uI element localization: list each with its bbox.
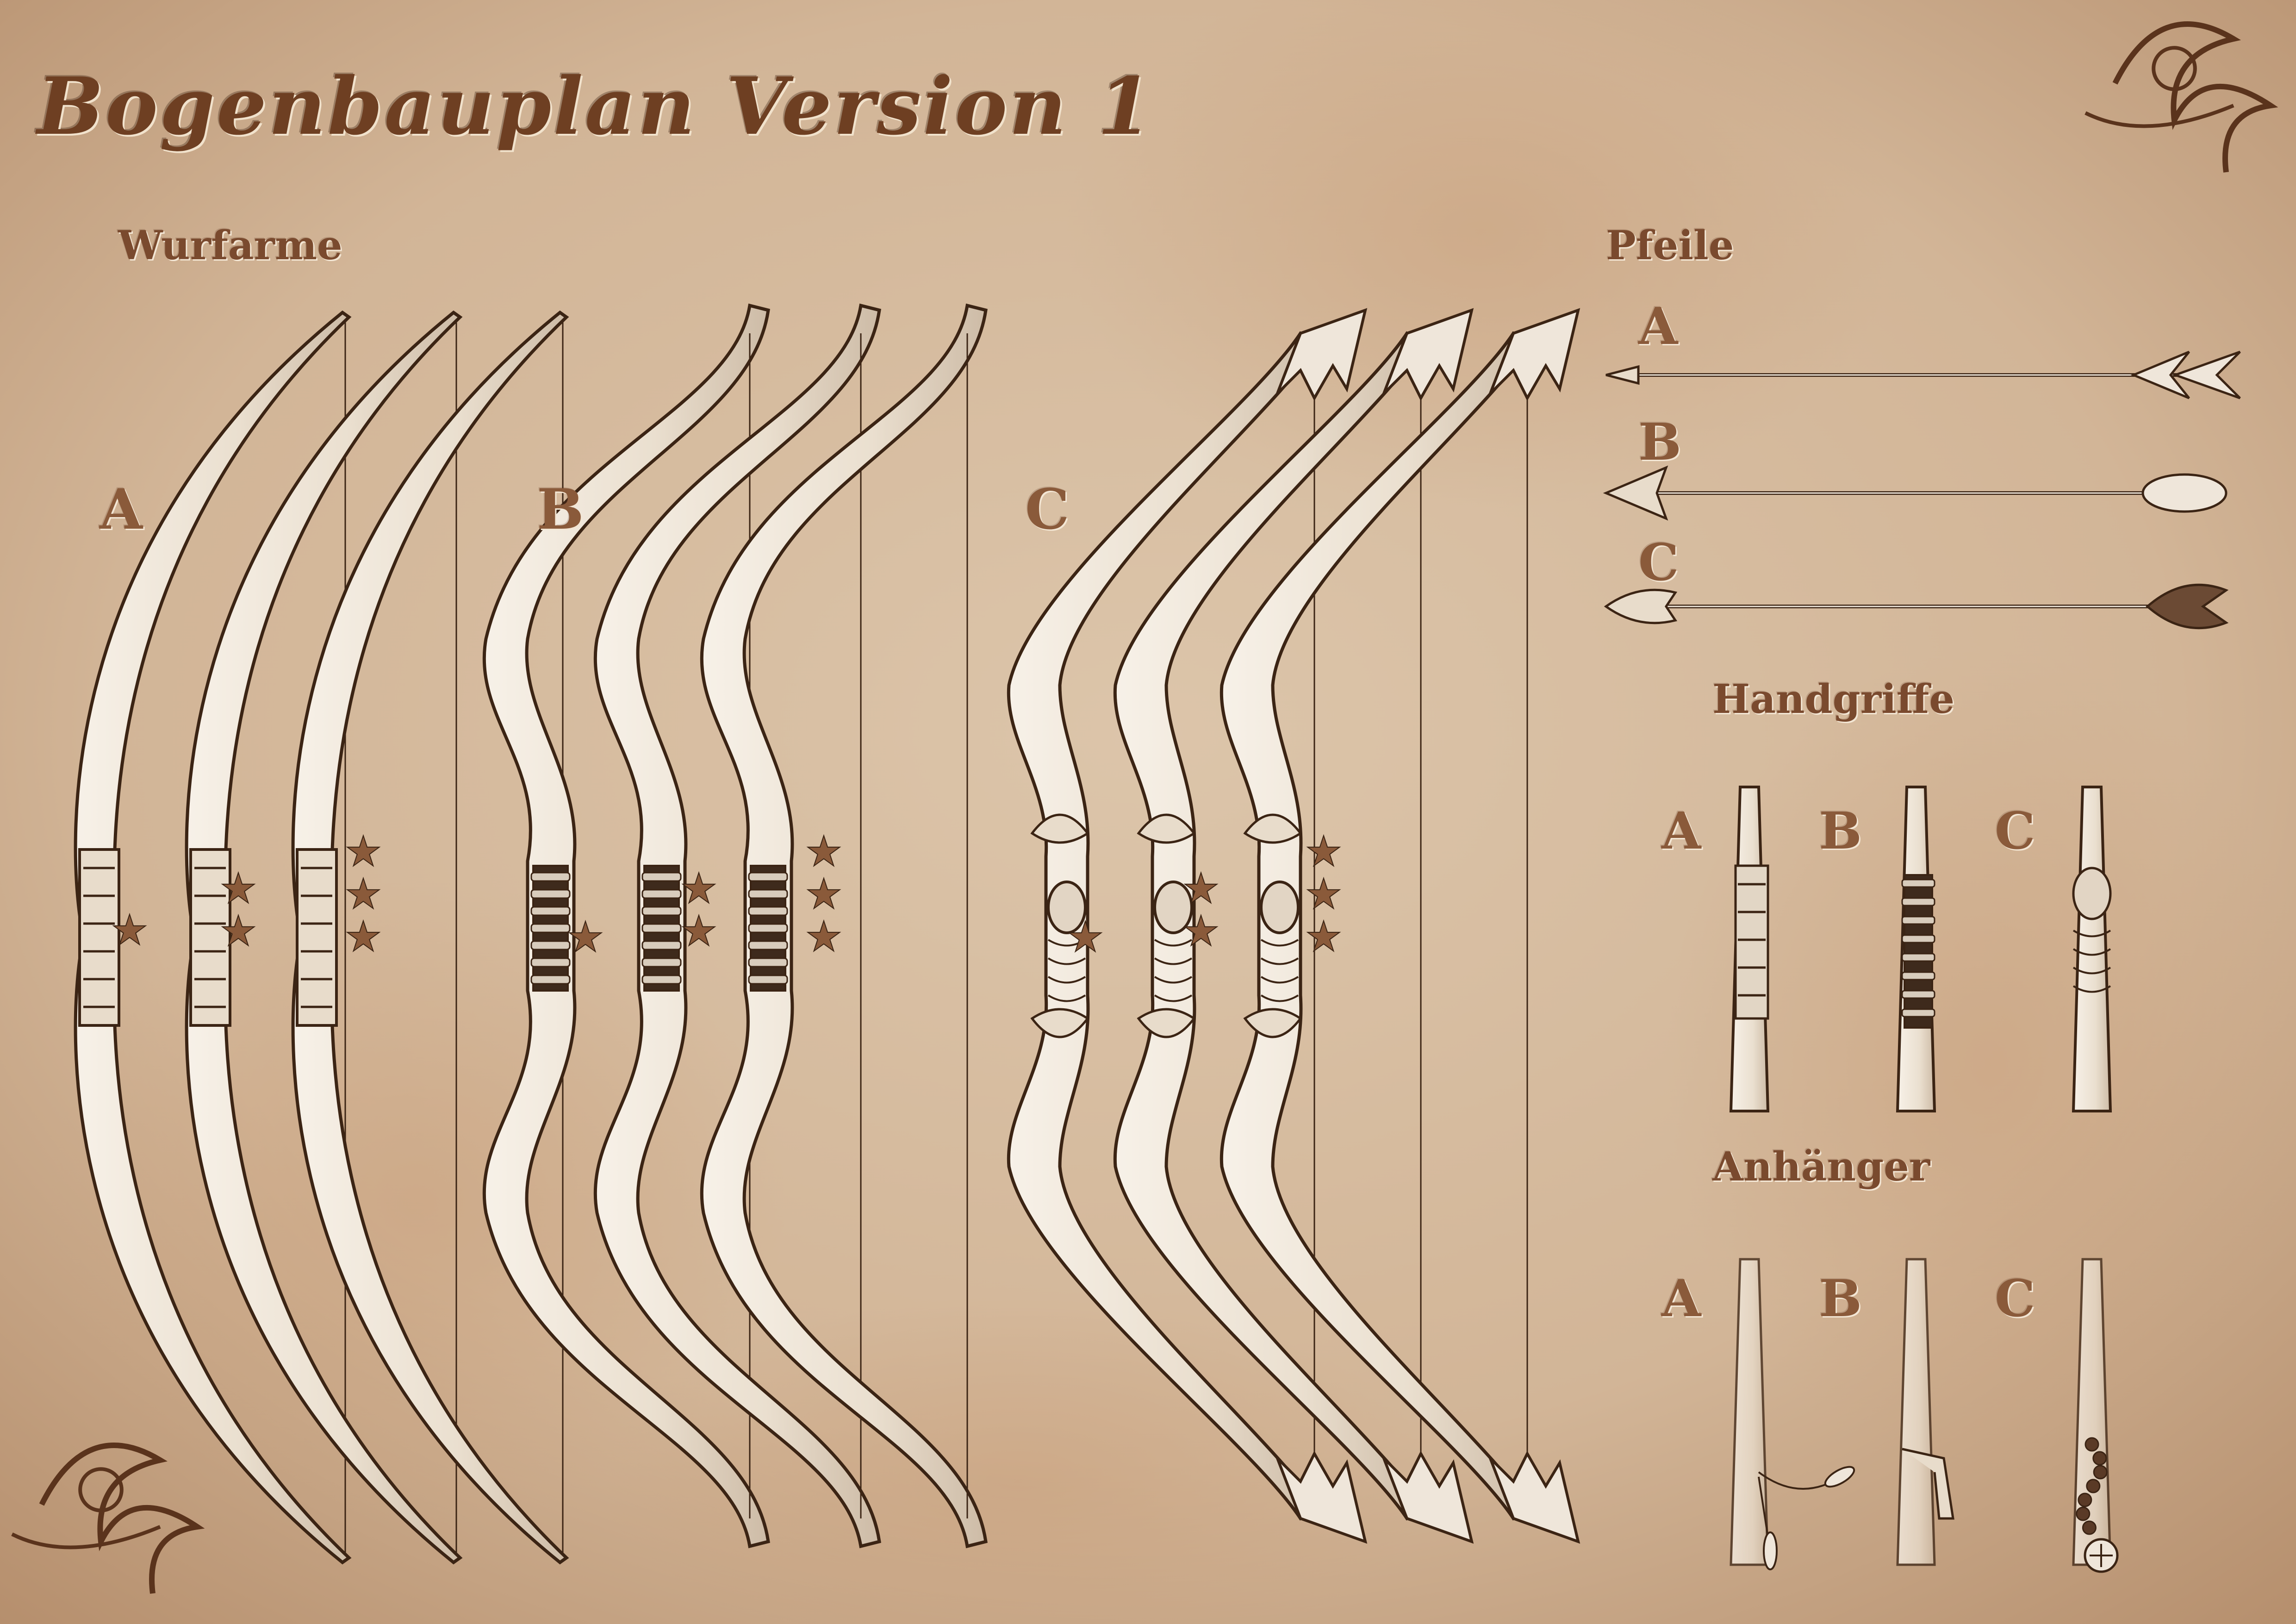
section-heading-pfeile: Pfeile [1606,222,1734,269]
grip-detail-c [2072,786,2112,1112]
star-rating-icon: ★ [1305,827,1343,876]
star-rating-icon: ★ [1305,870,1343,918]
star-rating-icon: ★ [345,827,382,876]
wurfarme-label-c: C [1025,477,1070,542]
longbow-a3 [291,310,569,1565]
star-rating-icon: ★ [345,912,382,961]
corner-ornament-top-right [2084,21,2278,173]
arrow-a [1605,350,2241,400]
pfeile-label-c: C [1638,532,1679,592]
ornate-bow-c2 [1113,308,1474,1544]
handgriffe-label-c: C [1995,801,2035,861]
recurve-bow-b3 [700,303,988,1549]
pfeile-label-b: B [1638,412,1681,472]
pendant-c [2072,1258,2119,1573]
star-rating-icon: ★ [220,907,257,956]
wurfarme-label-b: B [537,477,584,542]
wurfarme-label-a: A [100,477,143,542]
star-rating-icon: ★ [1182,907,1220,956]
star-rating-icon: ★ [680,864,718,913]
longbow-a1 [74,310,352,1565]
star-rating-icon: ★ [345,870,382,918]
star-rating-icon: ★ [111,906,149,955]
star-rating-icon: ★ [220,864,257,913]
ornate-bow-c1 [1007,308,1368,1544]
section-heading-anhaenger: Anhänger [1712,1143,1930,1190]
ornate-bow-c3 [1220,308,1580,1544]
handgriffe-label-b: B [1819,801,1862,861]
star-rating-icon: ★ [805,827,843,876]
handgriffe-label-a: A [1661,801,1701,861]
page-title: Bogenbauplan Version 1 [37,60,1154,153]
star-rating-icon: ★ [805,870,843,918]
star-rating-icon: ★ [1305,912,1343,961]
longbow-a2 [185,310,463,1565]
star-rating-icon: ★ [680,907,718,956]
arrow-b [1603,465,2228,521]
star-rating-icon: ★ [567,913,604,962]
anhaenger-label-a: A [1661,1268,1701,1328]
star-rating-icon: ★ [1067,913,1104,962]
star-rating-icon: ★ [1182,864,1220,913]
pfeile-label-a: A [1638,296,1678,356]
anhaenger-label-b: B [1819,1268,1862,1328]
arrow-c [1604,583,2229,630]
anhaenger-label-c: C [1995,1268,2035,1328]
grip-detail-a [1729,786,1770,1112]
section-heading-handgriffe: Handgriffe [1712,676,1955,723]
section-heading-wurfarme: Wurfarme [118,222,342,269]
recurve-bow-b2 [593,303,881,1549]
grip-detail-b [1896,786,1936,1112]
recurve-bow-b1 [482,303,770,1549]
pendant-b [1896,1258,1954,1566]
pendant-a [1730,1258,1855,1570]
star-rating-icon: ★ [805,912,843,961]
corner-ornament-bottom-left [11,1443,205,1594]
